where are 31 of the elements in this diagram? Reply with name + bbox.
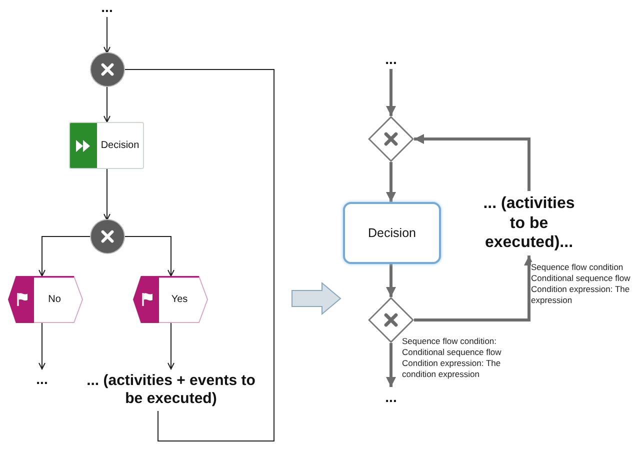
node-label: Yes — [171, 294, 188, 306]
arrow — [386, 343, 396, 387]
annotation-text: ... (activities + events to be executed) — [81, 372, 261, 408]
arrow — [386, 69, 396, 116]
arrow — [414, 256, 534, 322]
continuation-text: ... — [101, 0, 113, 14]
arrow — [104, 16, 110, 54]
node-label: No — [48, 294, 61, 306]
gateway-diamond — [368, 116, 414, 162]
task-box — [343, 202, 441, 264]
arrow — [386, 162, 396, 202]
gateway-circle — [91, 220, 124, 253]
gateway-circle — [91, 53, 124, 86]
node-label: Decision — [368, 226, 416, 240]
node-label: Decision — [100, 140, 140, 152]
arrow — [104, 86, 110, 122]
edge-label: Sequence flow condition Conditional sequence flow Condition expression: The expression — [531, 262, 632, 306]
event-hexagon — [8, 276, 83, 323]
activity-box — [69, 122, 144, 169]
continuation-text: ... — [385, 52, 397, 66]
arrow — [168, 322, 174, 370]
arrow — [38, 236, 92, 276]
arrow — [386, 264, 396, 297]
arrow — [124, 236, 174, 276]
continuation-text: ... — [36, 372, 48, 386]
arrow — [414, 134, 530, 191]
arrow — [38, 322, 46, 370]
continuation-text: ... — [385, 390, 397, 404]
arrow — [104, 168, 110, 220]
event-hexagon — [133, 276, 208, 323]
annotation-text: ... (activities to be executed)... — [479, 194, 579, 252]
